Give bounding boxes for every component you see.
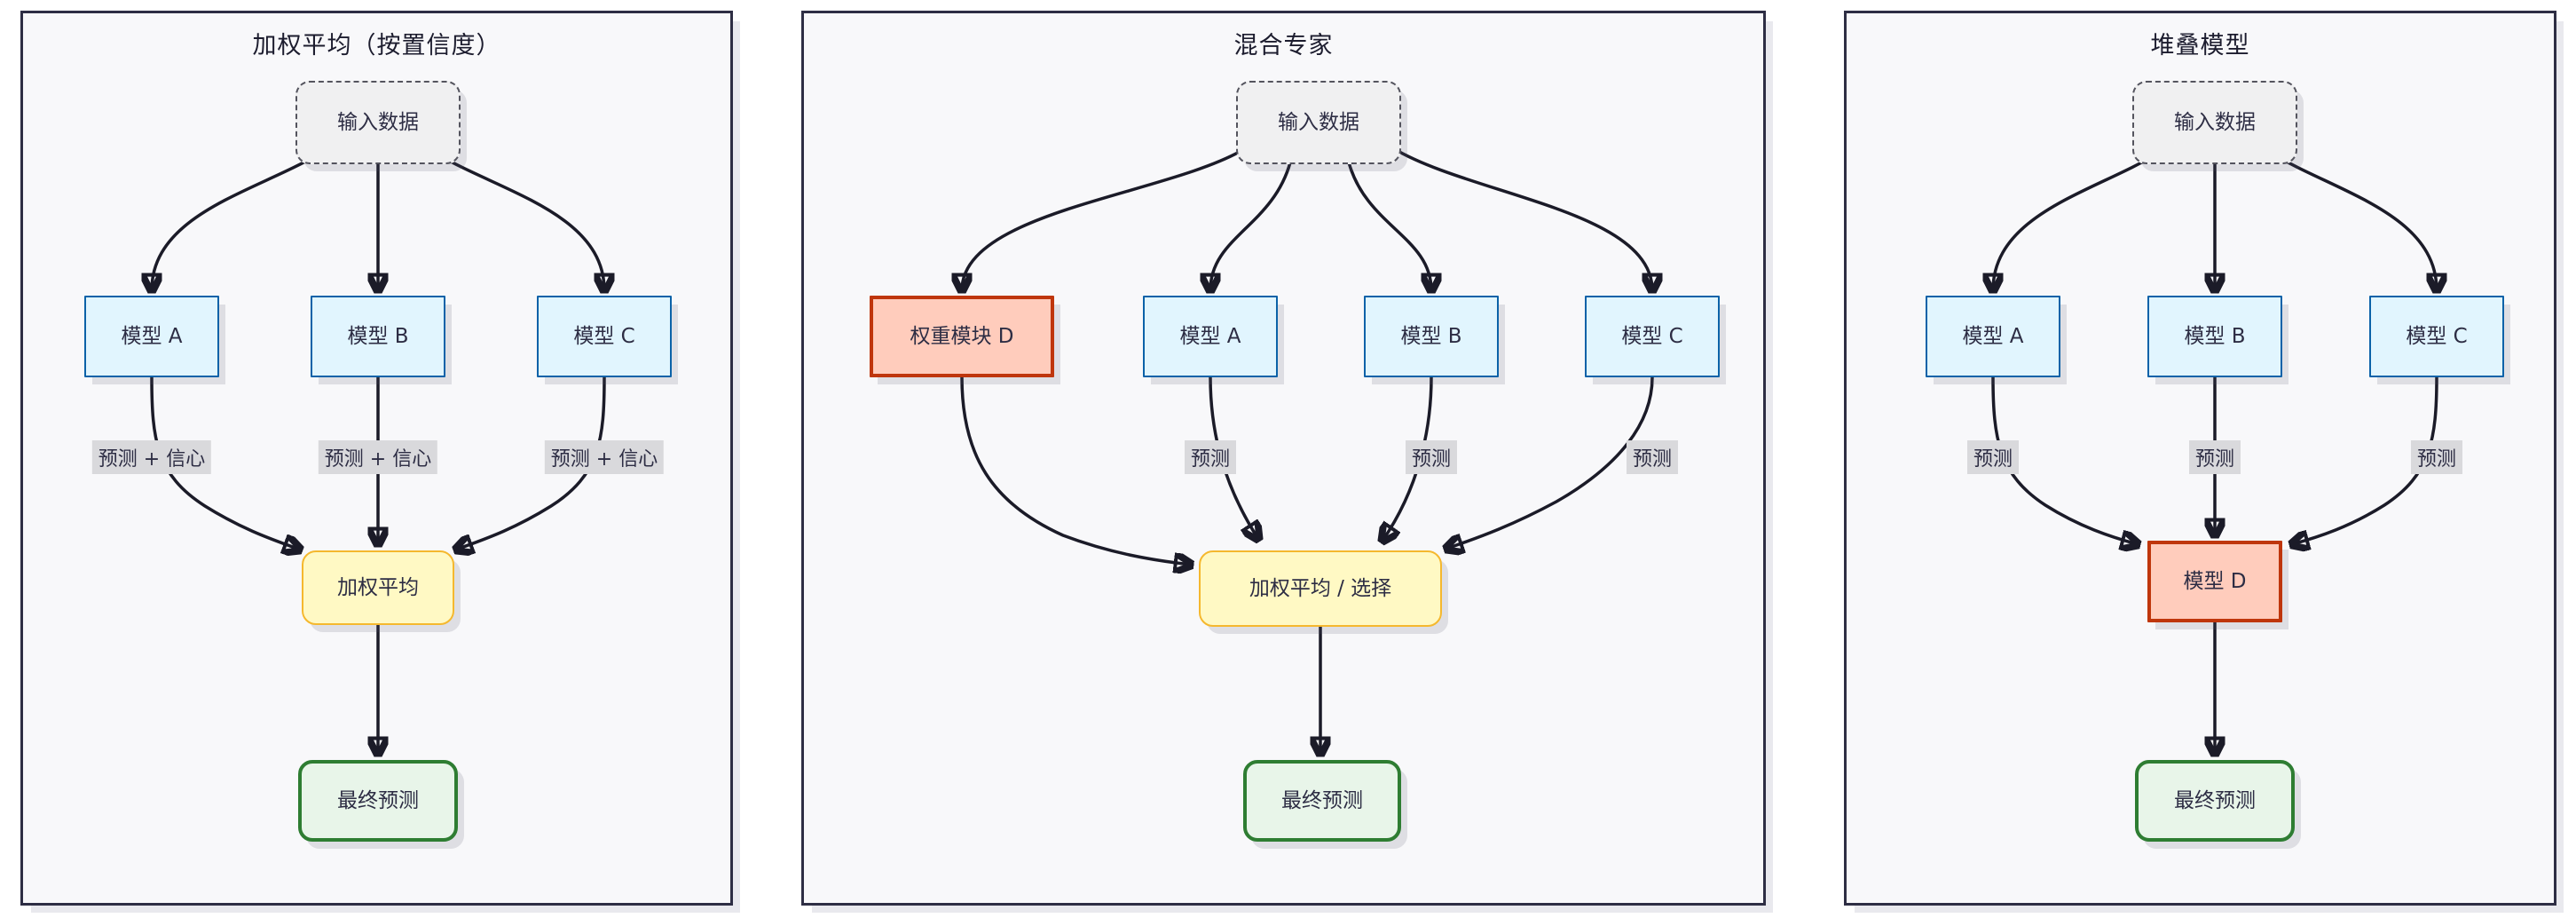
edge-label-prediction-a: 预测 bbox=[1184, 440, 1237, 474]
edge-input-to-model-a bbox=[1210, 162, 1292, 290]
panel-weighted-average: 加权平均（按置信度） 输入数据 模型 A 模型 B 模型 C 预测 + 信心 预… bbox=[20, 11, 733, 906]
edge-label-prediction-confidence-a: 预测 + 信心 bbox=[91, 440, 212, 474]
panel-title: 堆叠模型 bbox=[2150, 32, 2250, 59]
node-model-c: 模型 C bbox=[2369, 296, 2504, 377]
panel-mixture-of-experts: 混合专家 输入数据 权重模块 D 模型 A 模型 B 模型 C 预测 预测 预测… bbox=[801, 11, 1766, 906]
node-model-c: 模型 C bbox=[1585, 296, 1720, 377]
edge-label-prediction-b: 预测 bbox=[2188, 440, 2241, 474]
edge-input-to-weight-d bbox=[962, 146, 1247, 290]
edge-input-to-model-c bbox=[436, 152, 604, 290]
node-weight-module-d: 权重模块 D bbox=[870, 296, 1054, 377]
edge-input-to-model-b bbox=[1347, 162, 1431, 290]
node-model-a: 模型 A bbox=[84, 296, 219, 377]
edge-label-prediction-c: 预测 bbox=[1626, 440, 1679, 474]
panel-stacked-model: 堆叠模型 输入数据 模型 A 模型 B 模型 C 预测 预测 预测 模型 D 最… bbox=[1844, 11, 2556, 906]
edge-model-a-to-combine bbox=[150, 376, 300, 550]
edge-label-prediction-c: 预测 bbox=[2410, 440, 2463, 474]
edge-model-c-to-combine bbox=[1446, 376, 1654, 549]
node-final-prediction: 最终预测 bbox=[2135, 760, 2295, 842]
node-input-data: 输入数据 bbox=[2132, 81, 2297, 164]
node-input-data: 输入数据 bbox=[295, 81, 461, 164]
edge-weight-d-to-combine bbox=[960, 376, 1191, 565]
edge-label-prediction-confidence-b: 预测 + 信心 bbox=[318, 440, 438, 474]
node-model-b: 模型 B bbox=[1364, 296, 1499, 377]
panel-title: 混合专家 bbox=[1233, 32, 1334, 59]
node-model-a: 模型 A bbox=[1143, 296, 1278, 377]
edge-label-prediction-a: 预测 bbox=[1966, 440, 2020, 474]
node-model-a: 模型 A bbox=[1926, 296, 2060, 377]
edge-model-c-to-model-d bbox=[2292, 376, 2438, 544]
node-model-d: 模型 D bbox=[2147, 541, 2282, 622]
node-input-data: 输入数据 bbox=[1236, 81, 1401, 164]
node-model-b: 模型 B bbox=[2147, 296, 2282, 377]
node-model-c: 模型 C bbox=[537, 296, 672, 377]
edge-label-prediction-confidence-c: 预测 + 信心 bbox=[544, 440, 665, 474]
edge-input-to-model-c bbox=[1392, 146, 1652, 290]
edges-layer bbox=[1847, 152, 2554, 903]
node-final-prediction: 最终预测 bbox=[298, 760, 458, 842]
node-weighted-average-select: 加权平均 / 选择 bbox=[1199, 550, 1442, 627]
edge-label-prediction-b: 预测 bbox=[1405, 440, 1458, 474]
edge-input-to-model-a bbox=[1993, 152, 2158, 290]
edge-input-to-model-c bbox=[2272, 152, 2437, 290]
node-weighted-average: 加权平均 bbox=[302, 550, 454, 625]
edge-model-a-to-model-d bbox=[1991, 376, 2138, 544]
node-model-b: 模型 B bbox=[311, 296, 445, 377]
edge-model-c-to-combine bbox=[456, 376, 606, 550]
panel-title: 加权平均（按置信度） bbox=[252, 32, 501, 59]
edge-input-to-model-a bbox=[152, 152, 320, 290]
node-final-prediction: 最终预测 bbox=[1243, 760, 1401, 842]
